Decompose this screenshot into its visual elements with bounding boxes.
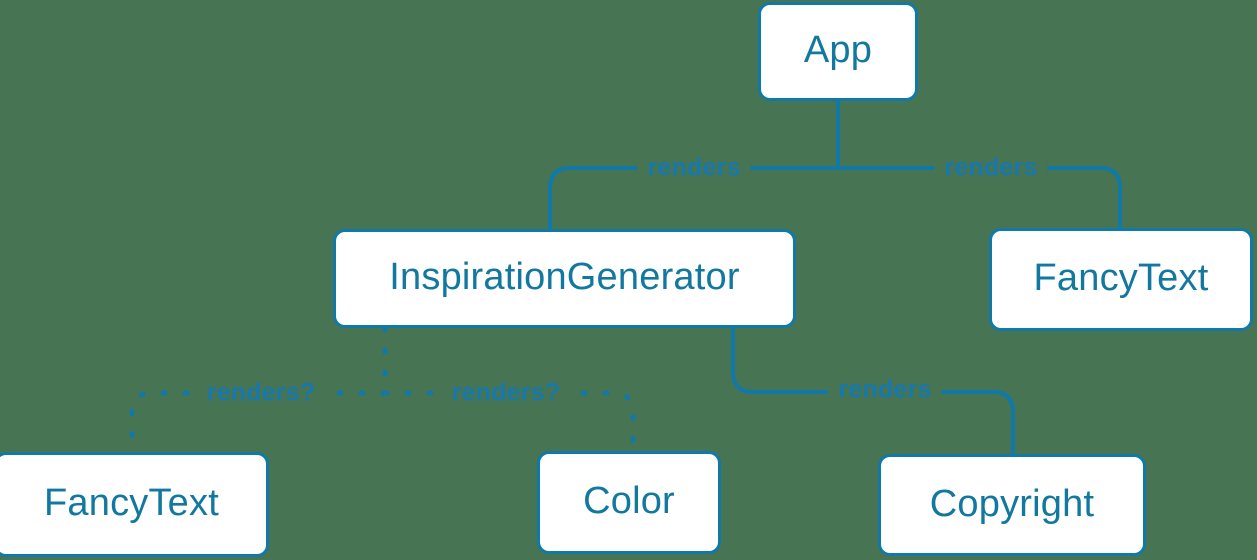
node-app[interactable]: App <box>758 2 918 101</box>
node-fancytext-bottom[interactable]: FancyText <box>0 452 269 557</box>
node-color-label: Color <box>583 480 675 522</box>
edge-label-ig-to-copyright: renders <box>828 375 942 405</box>
node-inspiration-generator-label: InspirationGenerator <box>389 256 740 298</box>
edge-label-ig-to-color: renders? <box>441 378 571 408</box>
edge-label-ig-to-fancytext-bottom: renders? <box>196 378 326 408</box>
node-copyright-label: Copyright <box>929 482 1095 525</box>
node-app-label: App <box>803 29 873 71</box>
node-fancytext-bottom-label: FancyText <box>44 482 219 524</box>
edge-label-app-to-fancytext-top: renders <box>934 153 1048 183</box>
node-fancytext-top-label: FancyText <box>1033 257 1209 299</box>
edge-app-to-inspiration-generator <box>548 166 840 231</box>
edge-ig-to-color <box>382 390 636 454</box>
node-color[interactable]: Color <box>537 451 721 554</box>
node-inspiration-generator[interactable]: InspirationGenerator <box>333 229 796 328</box>
edge-ig-to-fancytext-bottom <box>129 390 388 455</box>
edge-app-to-fancytext-top <box>836 166 1122 230</box>
node-copyright[interactable]: Copyright <box>878 454 1146 556</box>
node-fancytext-top[interactable]: FancyText <box>989 228 1253 331</box>
edge-label-app-to-inspiration-generator: renders <box>637 153 751 183</box>
